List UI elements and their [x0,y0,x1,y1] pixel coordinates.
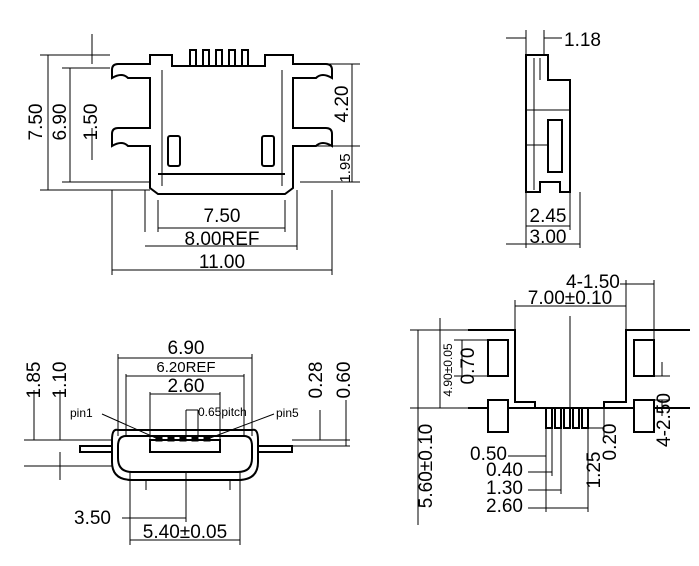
front-view-inner-shell [117,435,253,473]
top-view: 7.50 6.90 1.50 4.20 1.95 7.50 8.00REF 11… [26,34,360,275]
footprint-signal-pads [545,407,589,429]
dim-11-00: 11.00 [199,252,245,273]
dim-1-30: 1.30 [486,478,523,499]
dim-1-10: 1.10 [50,362,71,399]
dim-4-1-50: 4-1.50 [566,272,620,293]
front-view-tab-right [257,445,293,453]
dim-4-20: 4.20 [332,86,353,123]
dim-1-85: 1.85 [24,362,45,399]
label-pin5: pin5 [276,406,299,420]
dim-5-40: 5.40±0.05 [143,522,227,543]
dim-2-60-footprint: 2.60 [486,496,523,517]
dim-2-60-front: 2.60 [168,376,205,397]
footprint-pad-bl [487,399,509,433]
top-view-contacts [189,49,249,67]
dim-7-50-width: 7.50 [204,206,241,227]
dim-8-00-ref: 8.00REF [185,229,260,250]
dim-3-50: 3.50 [74,508,111,529]
dim-0-20: 0.20 [600,424,621,461]
dim-0-70: 0.70 [458,348,479,385]
front-view-shell [111,428,259,481]
front-view: 6.90 6.20REF 2.60 0.65pitch pin1 pin5 1.… [24,338,355,545]
label-pin1: pin1 [70,406,93,420]
side-view: 1.18 2.45 3.00 [506,30,601,248]
dim-0-50: 0.50 [470,444,507,465]
dim-pitch: 0.65pitch [198,405,247,419]
dim-1-18: 1.18 [564,30,601,51]
dim-1-50: 1.50 [81,104,102,141]
dim-5-60: 5.60±0.10 [416,424,437,508]
dim-7-00: 7.00±0.10 [528,288,612,309]
side-view-outline [525,54,571,193]
dim-7-50-left: 7.50 [26,104,47,141]
top-view-post-left [167,135,181,167]
top-view-post-right [261,135,275,167]
dim-4-2-50: 4-2.50 [654,393,675,447]
dim-6-20-ref: 6.20REF [156,359,215,376]
pcb-footprint: 7.00±0.10 4-1.50 4.90±0.05 0.70 5.60±0.1… [410,272,690,525]
dim-0-28: 0.28 [306,362,327,399]
dim-1-95: 1.95 [337,153,354,182]
footprint-pad-tl [487,339,509,377]
dim-6-90-left: 6.90 [50,104,71,141]
dim-2-45: 2.45 [530,206,567,227]
dim-1-25: 1.25 [584,452,605,489]
front-view-contacts [155,436,211,442]
front-view-tab-left [79,445,113,453]
side-view-receptacle [547,119,563,173]
dim-3-00: 3.00 [530,227,567,248]
front-view-tongue [149,439,221,453]
footprint-pad-br [633,399,655,433]
top-view-body-outline [111,54,333,195]
dim-0-60: 0.60 [334,362,355,399]
dim-0-40: 0.40 [486,460,523,481]
footprint-pad-tr [633,339,655,377]
dim-6-90-front: 6.90 [168,338,205,359]
dim-4-90: 4.90±0.05 [441,343,455,397]
